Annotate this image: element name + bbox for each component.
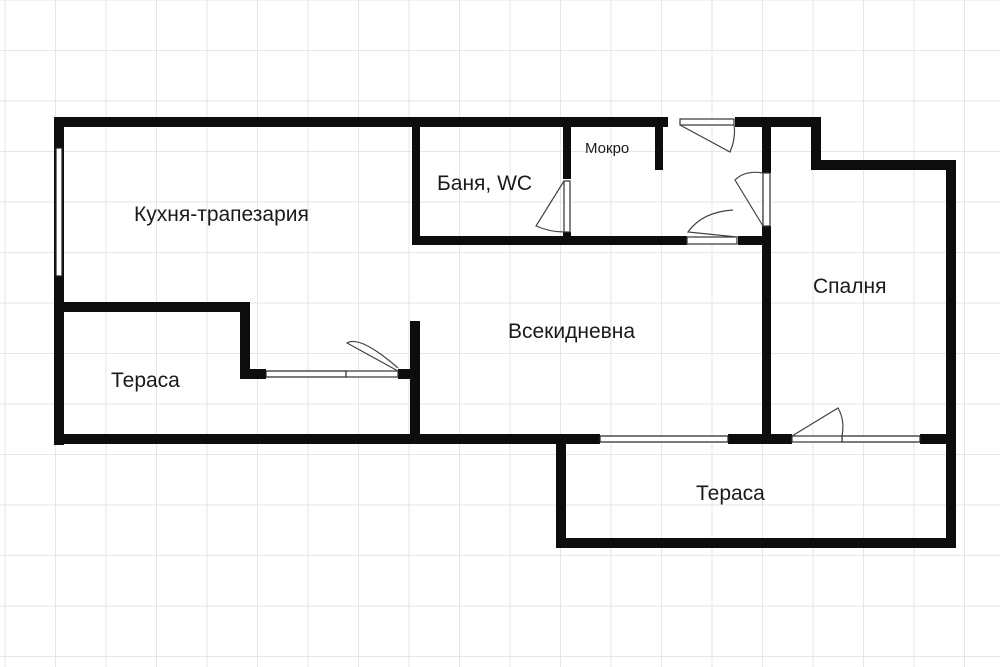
- window-kitchen-left: [55, 147, 63, 277]
- doors: [345, 118, 844, 443]
- wall-terrace-bottom-base: [556, 538, 956, 548]
- label-wet-area: Мокро: [585, 140, 629, 157]
- wall-bottom: [54, 434, 600, 444]
- wall-bath-divider-bottom: [563, 232, 571, 245]
- label-living-room: Всекидневна: [508, 320, 635, 343]
- door-terrace-bedroom: [791, 407, 844, 443]
- window-living-bottom: [599, 435, 729, 443]
- wall-bath-bottom-right: [738, 236, 770, 245]
- wall-bottom-right: [920, 434, 956, 444]
- label-terrace-left: Тераса: [111, 369, 180, 392]
- door-bedroom: [734, 171, 771, 227]
- wall-left: [54, 117, 64, 445]
- label-bathroom: Баня, WC: [437, 172, 532, 195]
- wall-bedroom-left: [762, 226, 771, 444]
- window-bedroom-bottom: [841, 435, 921, 443]
- windows: [55, 147, 921, 443]
- door-bathroom: [535, 180, 571, 233]
- wall-bedroom-jog-h: [811, 160, 956, 170]
- label-kitchen: Кухня-трапезария: [134, 203, 309, 226]
- wall-top: [54, 117, 668, 127]
- wall-terrace-left-top: [54, 302, 250, 312]
- wall-top-right: [735, 117, 821, 127]
- wall-terrace-left-right: [410, 321, 420, 444]
- wall-wet-stub: [655, 117, 663, 170]
- wall-bath-bottom: [412, 236, 687, 245]
- wall-bath-divider-top: [563, 117, 571, 179]
- wall-terrace-left-right-stub: [398, 369, 420, 379]
- walls: [54, 117, 956, 548]
- door-terrace-left: [345, 340, 399, 378]
- room-labels: Кухня-трапезария Баня, WC Мокро Всекидне…: [111, 140, 886, 505]
- wall-terrace-bottom-left: [556, 434, 566, 548]
- wall-terrace-left-door-stub: [240, 369, 266, 379]
- label-bedroom: Спалня: [813, 275, 886, 298]
- door-entrance-top: [679, 118, 736, 153]
- window-terrace-left: [265, 370, 347, 378]
- wall-bedroom-left-top: [762, 117, 771, 173]
- wall-terrace-left-notch: [240, 302, 250, 379]
- wall-bath-left: [412, 117, 420, 245]
- wall-right: [946, 160, 956, 545]
- door-wet-area: [686, 209, 738, 245]
- label-terrace-bottom: Тераса: [696, 482, 765, 505]
- wall-bedroom-jog-v: [811, 117, 821, 170]
- wall-bottom-mid: [728, 434, 792, 444]
